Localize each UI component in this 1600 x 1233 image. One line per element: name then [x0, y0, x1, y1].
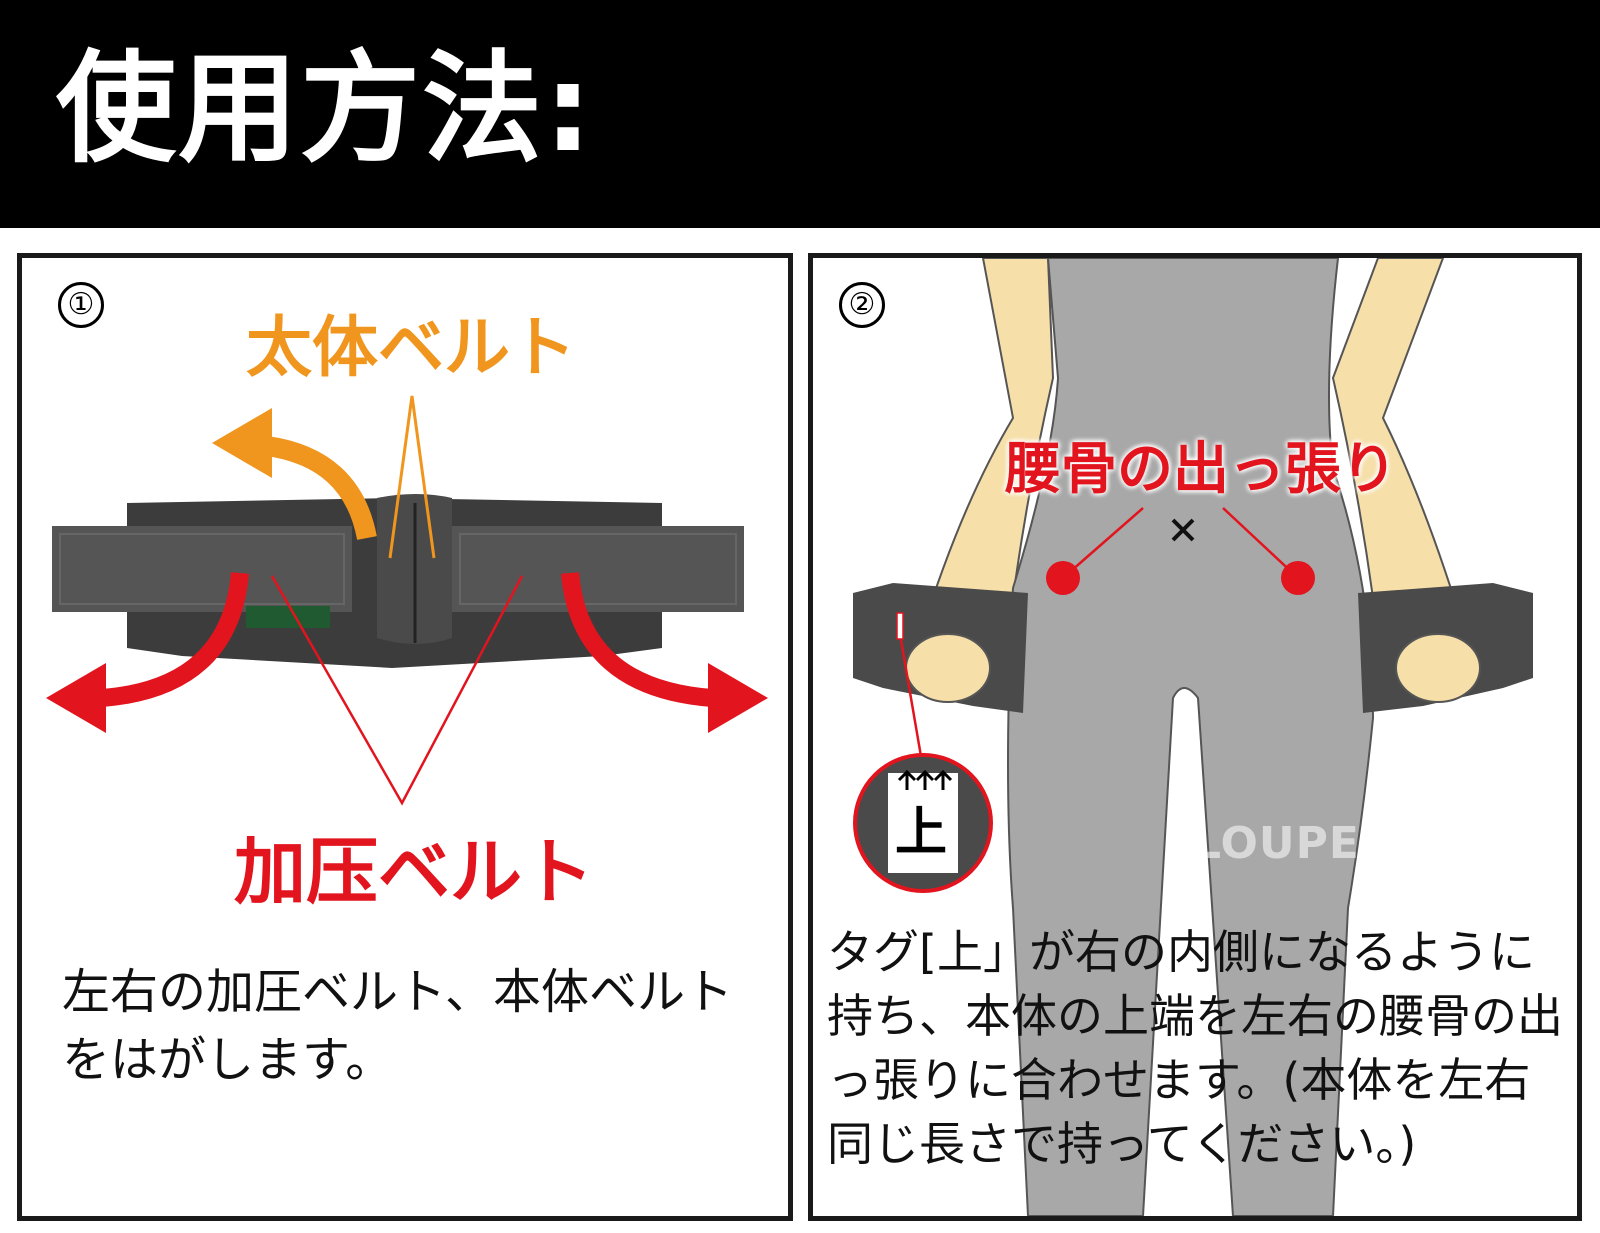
page-title: 使用方法: — [56, 40, 594, 179]
step-2-panel: ② 腰骨の出っ張り 上 LOUPE STUDIO タグ[上」が右の内側になるよう… — [808, 253, 1582, 1221]
left-hand — [905, 633, 991, 703]
step-1-description: 左右の加圧ベルト、本体ベルトをはがします。 — [62, 964, 734, 1088]
tag-character: 上 — [895, 803, 948, 863]
orange-leader — [388, 395, 436, 559]
header-bar: 使用方法: — [0, 0, 1600, 228]
right-hand — [1395, 633, 1481, 703]
hip-illustration — [853, 258, 1533, 1216]
tag-on-belt — [896, 612, 904, 640]
brand-tag — [246, 606, 330, 628]
right-pressure-belt — [452, 526, 744, 612]
label-pressure-belt: 加压ベルト — [234, 830, 595, 914]
red-arrow-left — [101, 572, 249, 707]
red-arrow-right — [561, 572, 713, 707]
orange-arrow — [265, 436, 377, 541]
step-number-1: ① — [58, 282, 104, 328]
red-leader — [270, 575, 524, 806]
label-hip-bone: 腰骨の出っ張り — [1005, 437, 1397, 502]
left-pressure-belt — [52, 526, 352, 612]
step-1-panel: ① 太体ベルト 加压ベルト 左右の加圧ベルト、本体ベルトをはがします。 — [17, 253, 793, 1221]
label-main-belt: 太体ベルト — [246, 309, 576, 386]
step-2-description: タグ[上」が右の内側になるように持ち、本体の上端を左右の腰骨の出っ張りに合わせま… — [827, 925, 1563, 1171]
watermark-text: LOUPE STUDIO — [1193, 818, 1570, 869]
step-number-2: ② — [839, 282, 885, 328]
belt-illustration — [46, 395, 768, 806]
body-figure — [1007, 258, 1375, 1216]
center-x-mark — [1171, 518, 1195, 542]
